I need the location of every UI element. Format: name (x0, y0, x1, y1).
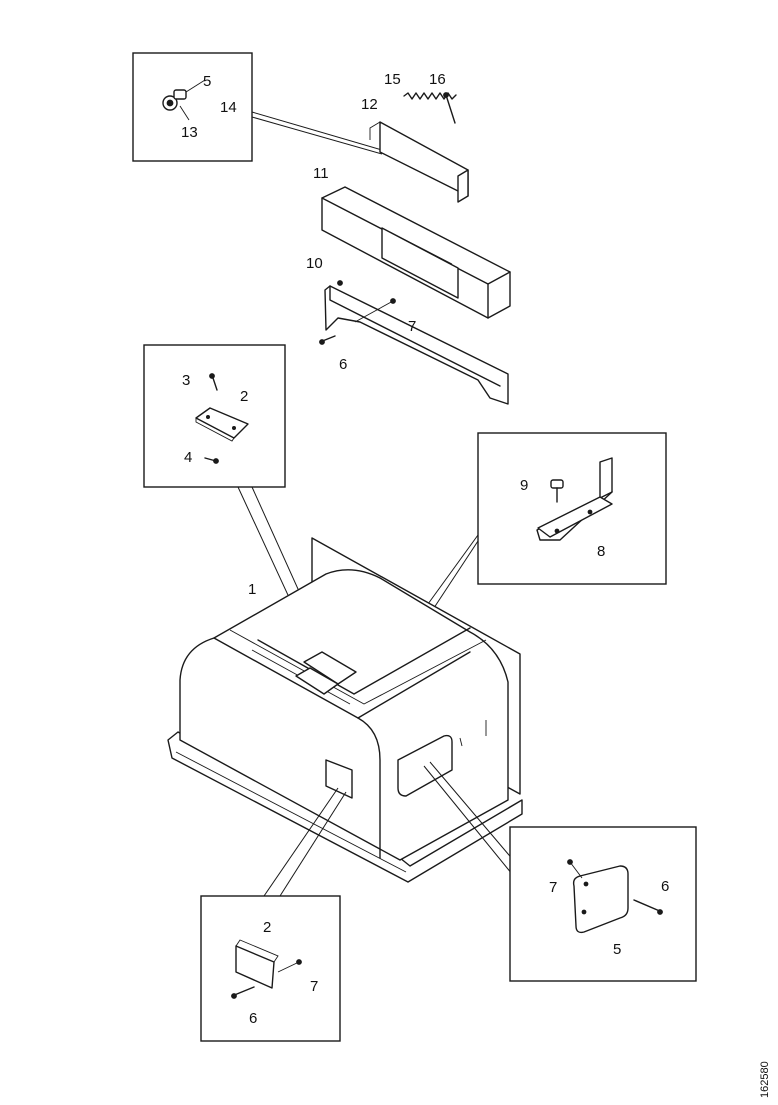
callout-6-lower-right: 6 (661, 878, 669, 895)
part-channel-10 (319, 280, 509, 405)
callout-3: 3 (182, 372, 190, 389)
callout-5-top: 5 (203, 73, 211, 90)
callout-7-lower-left: 7 (310, 978, 318, 995)
callout-15: 15 (384, 71, 401, 88)
callout-12: 12 (361, 96, 378, 113)
callout-1: 1 (248, 581, 256, 598)
part-cover-11 (321, 186, 511, 319)
callout-13: 13 (181, 124, 198, 141)
drawing-number-text: 162580 (759, 1061, 771, 1098)
part-bracket-12 (369, 121, 469, 203)
part-screw-16 (443, 92, 456, 124)
inset-plate-lower (200, 895, 341, 1042)
callout-6-mid: 6 (339, 356, 347, 373)
callout-14: 14 (220, 99, 237, 116)
callout-6-lower-left: 6 (249, 1010, 257, 1027)
drawing-number: 162580 (748, 1048, 778, 1100)
inset-bracket-right (477, 432, 667, 585)
callout-7-mid: 7 (408, 318, 416, 335)
callout-10: 10 (306, 255, 323, 272)
callout-2-lower: 2 (263, 919, 271, 936)
callout-7-lower-right: 7 (549, 879, 557, 896)
callout-8: 8 (597, 543, 605, 560)
callout-2-upper: 2 (240, 388, 248, 405)
callout-16: 16 (429, 71, 446, 88)
callout-4: 4 (184, 449, 192, 466)
callout-9: 9 (520, 477, 528, 494)
part-housing-1 (167, 537, 523, 883)
inset-plate-upper (143, 344, 286, 488)
callout-11: 11 (313, 165, 329, 182)
inset-hardware-top (132, 52, 253, 162)
callout-5-bottom: 5 (613, 941, 621, 958)
callout-labels: 5 14 13 15 16 12 11 10 7 6 3 2 4 9 8 1 7… (181, 71, 669, 1027)
inset-cover-lower (509, 826, 697, 982)
